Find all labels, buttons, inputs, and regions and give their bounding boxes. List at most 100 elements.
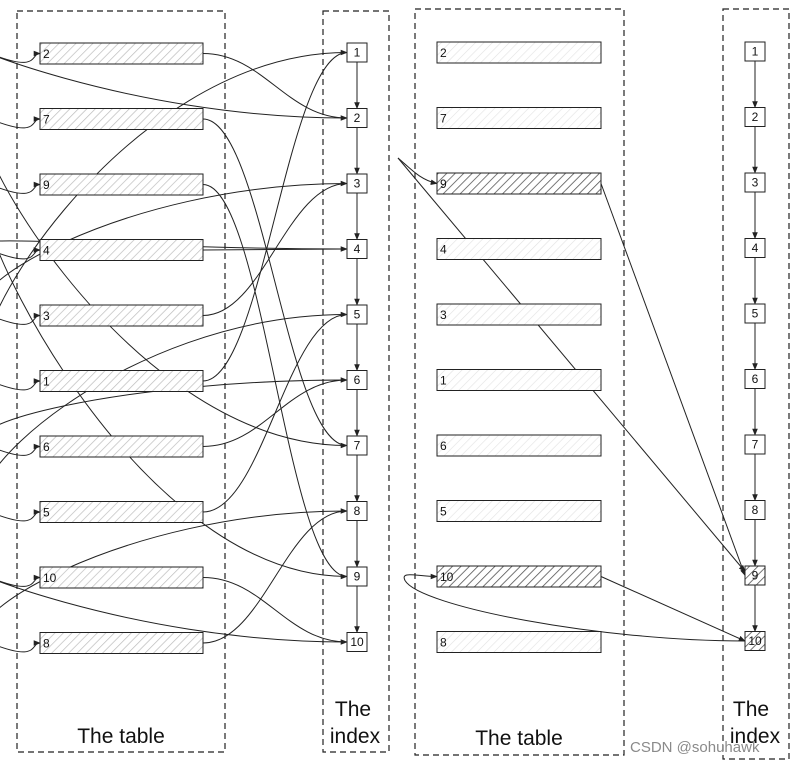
right-index-entry-label: 1: [752, 45, 759, 59]
right-index-entry-label: 6: [752, 372, 759, 386]
row-10-to-index-arrow: [600, 576, 746, 642]
right-table-row-label: 8: [440, 636, 447, 650]
index-to-row-arrow: [0, 183, 348, 325]
left-table-row-10: 10: [39, 566, 204, 589]
row-to-index-arrow: [202, 118, 348, 449]
index-to-row-arrow: [0, 50, 348, 119]
left-table-caption: The table: [77, 725, 165, 748]
scan-to-index-9-arrow: [397, 157, 746, 573]
row-9-to-index-arrow: [600, 183, 746, 577]
left-index-entry-label: 1: [354, 46, 361, 60]
left-index-entry-label: 9: [354, 570, 361, 584]
left-table-row-5: 5: [39, 501, 204, 523]
row-to-index-arrow: [202, 184, 348, 580]
left-table-row-label: 8: [43, 637, 50, 651]
right-index-entry-label: 2: [752, 110, 759, 124]
right-index-entry-5: 5: [744, 303, 766, 324]
left-index-container: [322, 10, 390, 753]
right-table-row-7: 7: [436, 107, 602, 129]
left-index-entry-label: 8: [354, 504, 361, 518]
index-to-row-arrow: [0, 52, 348, 391]
right-table-row-6: 6: [436, 434, 602, 457]
right-table-row-label: 7: [440, 112, 447, 126]
right-index-entry-label: 10: [748, 634, 762, 648]
left-table-row-label: 5: [43, 506, 50, 520]
left-index-entry-label: 3: [354, 177, 361, 191]
left-table-row-label: 7: [43, 113, 50, 127]
index-10-to-row-arrow: [403, 573, 746, 642]
index-to-row-arrow: [0, 574, 348, 643]
left-index-entry-7: 7: [346, 435, 368, 456]
left-table-row-9: 9: [39, 173, 204, 196]
row-to-index-arrow: [202, 180, 348, 316]
left-table-row-label: 10: [43, 571, 57, 585]
watermark: CSDN @sohuhawk: [630, 739, 760, 756]
right-index-entry-label: 7: [752, 438, 759, 452]
right-table-row-label: 5: [440, 505, 447, 519]
left-table-row-label: 2: [43, 47, 50, 61]
right-index-entry-1: 1: [744, 41, 766, 62]
left-index-entry-label: 7: [354, 439, 361, 453]
right-index-entry-label: 9: [752, 569, 759, 583]
right-index-entry-label: 4: [752, 241, 759, 255]
index-to-row-arrow: [0, 510, 348, 653]
right-index-entry-2: 2: [744, 107, 766, 127]
left-index-caption-line1: The: [335, 698, 371, 721]
right-table-row-1: 1: [436, 369, 602, 391]
left-table-row-4: 4: [39, 239, 204, 261]
left-table-row-2: 2: [39, 42, 204, 65]
left-table-row-label: 9: [43, 178, 50, 192]
left-table-row-label: 3: [43, 309, 50, 323]
left-index-entry-4: 4: [346, 239, 368, 259]
index-to-row-arrow: [0, 314, 348, 522]
left-index-entry-8: 8: [346, 501, 368, 521]
right-index-entry-10: 10: [744, 631, 766, 651]
left-index-entry-label: 5: [354, 308, 361, 322]
pointer-arrows: [0, 49, 758, 653]
right-index-entry-7: 7: [744, 434, 766, 455]
right-index-entry-label: 8: [752, 503, 759, 517]
right-table-row-label: 4: [440, 243, 447, 257]
left-table-row-label: 1: [43, 375, 50, 389]
left-index-entry-10: 10: [346, 632, 368, 652]
left-index-entry-9: 9: [346, 566, 368, 587]
right-index-entry-label: 3: [752, 176, 759, 190]
index-to-row-arrow: [0, 116, 348, 446]
left-table-row-7: 7: [39, 108, 204, 130]
right-table-container: [414, 8, 625, 756]
right-table-caption: The table: [475, 727, 563, 750]
row-to-index-arrow: [202, 508, 348, 644]
left-index-entry-label: 6: [354, 373, 361, 387]
right-index-entry-label: 5: [752, 307, 759, 321]
right-index-entry-9: 9: [744, 565, 766, 586]
left-table-row-label: 4: [43, 244, 50, 258]
right-table-row-8: 8: [436, 631, 602, 653]
right-table-row-label: 3: [440, 308, 447, 322]
right-table-row-3: 3: [436, 303, 602, 326]
right-table-row-9: 9: [436, 172, 602, 195]
right-table-row-4: 4: [436, 238, 602, 260]
diagram-boxes: 2 7 9 4 3 1 6 5 10 8 1 2 3 4 5 6 7 8 9 10 2 7 9 4 3 1 6 5 10 8 1 2 3 4 5 6 7…: [39, 41, 766, 654]
left-index-entry-5: 5: [346, 304, 368, 325]
right-index-caption-line1: The: [733, 698, 769, 721]
left-index-entry-label: 2: [354, 111, 361, 125]
right-table-row-5: 5: [436, 500, 602, 522]
left-index-entry-6: 6: [346, 370, 368, 390]
left-index-entry-2: 2: [346, 108, 368, 128]
left-table-row-6: 6: [39, 435, 204, 458]
left-table-container: [16, 10, 226, 753]
left-table-row-3: 3: [39, 304, 204, 327]
right-table-row-label: 2: [440, 46, 447, 60]
left-index-entry-label: 10: [350, 635, 364, 649]
right-table-row-2: 2: [436, 41, 602, 64]
left-index-entry-1: 1: [346, 42, 368, 63]
right-index-container: [722, 8, 790, 760]
right-index-entry-3: 3: [744, 172, 766, 193]
incoming-arrow-row-9: [397, 157, 438, 185]
left-table-row-8: 8: [39, 632, 204, 654]
right-index-caption-line2: index: [730, 725, 781, 748]
right-table-row-label: 6: [440, 439, 447, 453]
index-to-row-arrow: [0, 181, 348, 577]
row-to-index-arrow: [202, 577, 348, 645]
right-table-row-label: 10: [440, 570, 454, 584]
